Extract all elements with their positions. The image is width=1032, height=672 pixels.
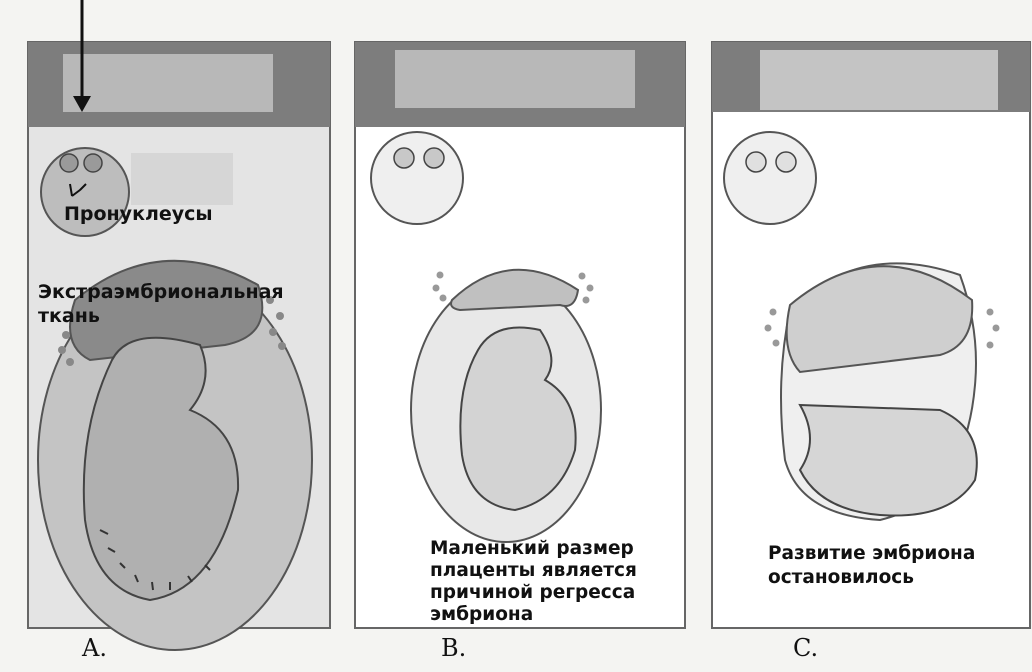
panel-c: [712, 42, 1030, 628]
embryo-c: [800, 405, 977, 516]
panel-b-header-box: [395, 50, 635, 108]
label-extraembryonic: Экстраэмбриональная ткань: [38, 280, 284, 328]
pronucleus-c-1: [746, 152, 766, 172]
zygote-b: [371, 132, 463, 224]
panel-c-header-box: [760, 50, 998, 110]
pronucleus-a-1: [60, 154, 78, 172]
pronucleus-a-2: [84, 154, 102, 172]
pronucleus-c-2: [776, 152, 796, 172]
panel-letter-c: C.: [793, 634, 818, 662]
panel-letter-b: B.: [441, 634, 466, 662]
pronucleus-b-2: [424, 148, 444, 168]
caption-panel-c: Развитие эмбриона остановилось: [768, 542, 975, 590]
panel-a-header-box: [63, 54, 273, 112]
zygote-c: [724, 132, 816, 224]
panel-letter-a: A.: [82, 634, 107, 662]
label-pronuclei: Пронуклеусы: [64, 203, 213, 225]
caption-panel-b: Маленький размер плаценты является причи…: [430, 538, 637, 626]
panel-a-blank-box: [131, 153, 233, 205]
pronucleus-b-1: [394, 148, 414, 168]
